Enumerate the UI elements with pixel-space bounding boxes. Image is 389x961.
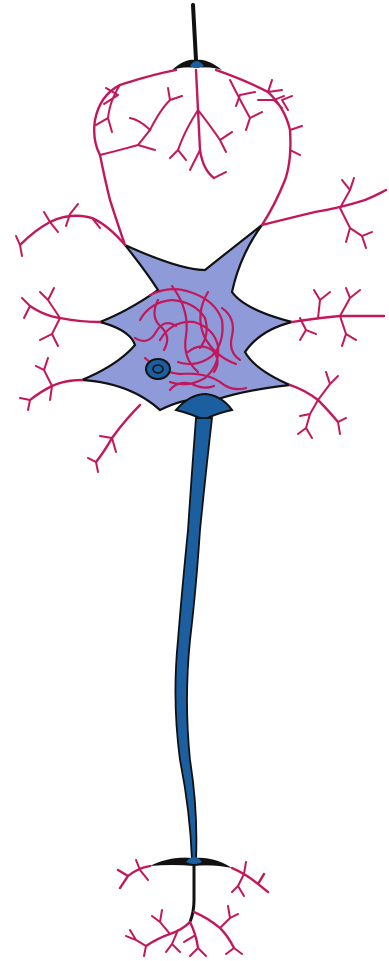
axon-shaft: [175, 418, 212, 860]
nucleolus: [153, 365, 163, 373]
axon-terminal: [118, 857, 268, 956]
axon: [175, 418, 212, 860]
upper-terminal-branches: [94, 70, 302, 245]
dendrites-left: [16, 204, 140, 472]
nucleus: [146, 359, 170, 379]
incoming-nerve-fiber: [172, 5, 222, 70]
dendrites-right: [262, 178, 386, 438]
